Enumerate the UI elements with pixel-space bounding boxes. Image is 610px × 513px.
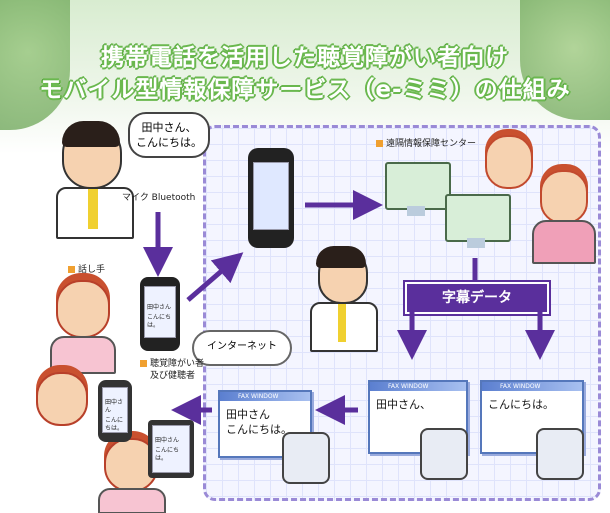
window-middle-text: 田中さん、: [376, 398, 431, 411]
computer-terminals: [385, 162, 515, 252]
speaker-role-text: 話し手: [78, 265, 106, 275]
internet-cloud: インターネット: [192, 330, 292, 366]
bullet-square: [376, 140, 383, 147]
user-phone: 田中さん こんにちは。: [140, 277, 180, 351]
presenter-figure: [308, 246, 378, 352]
user-woman-2: [32, 372, 90, 442]
window-left-line-1: 田中さん: [226, 408, 270, 421]
robot-mascot-right: [536, 428, 584, 480]
users-role-label: 聴覚障がい者 及び健聴者: [140, 358, 204, 382]
internet-label: インターネット: [207, 341, 277, 352]
user-tablet: 田中さん こんにちは。: [148, 420, 194, 478]
user-phone-line-2: こんにちは。: [147, 314, 172, 329]
relay-smartphone: [248, 148, 294, 248]
bullet-square: [68, 266, 75, 273]
robot-mascot-middle: [420, 428, 468, 480]
operator-2: [540, 170, 588, 224]
window-title-bar: FAX WINDOW: [482, 382, 582, 391]
bullet-square: [140, 360, 147, 367]
speaker-role-label: 話し手: [68, 262, 105, 275]
robot-mascot-left: [282, 432, 330, 484]
window-title-bar: FAX WINDOW: [370, 382, 466, 391]
user-phone-2: 田中さん こんにちは。: [98, 380, 132, 442]
mic-label: マイク Bluetooth: [122, 193, 196, 203]
title-line-2: モバイル型情報保障サービス（e-ミミ）の仕組み: [39, 77, 571, 103]
title-line-1: 携帯電話を活用した聴覚障がい者向け: [101, 45, 509, 71]
operator-1: [485, 135, 533, 189]
bubble-line-2: こんにちは。: [136, 136, 202, 149]
user-tablet-line-2: こんにちは。: [155, 447, 180, 462]
window-right-text: こんにちは。: [488, 398, 554, 411]
caption-data-box: 字幕データ: [405, 282, 549, 314]
user-phone-2-line-2: こんにちは。: [105, 417, 124, 432]
window-left-line-2: こんにちは。: [226, 423, 292, 436]
center-label: 遠隔情報保障センター: [376, 136, 476, 149]
users-role-line-1: 聴覚障がい者: [150, 359, 205, 369]
speaker-tie: [88, 189, 98, 229]
user-woman-1: [50, 280, 116, 374]
speaker-figure: [48, 121, 138, 239]
speaker-speech-bubble: 田中さん、 こんにちは。: [128, 112, 210, 158]
users-role-line-2: 及び健聴者: [150, 371, 196, 381]
arrow-phone-to-relay: [186, 252, 244, 302]
relay-smartphone-screen: [253, 162, 289, 230]
bubble-line-1: 田中さん、: [141, 121, 197, 134]
user-phone-2-line-1: 田中さん: [105, 399, 124, 414]
center-label-text: 遠隔情報保障センター: [386, 139, 477, 149]
window-title-bar: FAX WINDOW: [220, 392, 310, 401]
tree-right: [520, 0, 610, 120]
operator-2-body: [532, 220, 596, 264]
speaker-hair: [62, 121, 120, 147]
user-tablet-line-1: 田中さん: [155, 437, 180, 444]
user-phone-line-1: 田中さん: [147, 304, 172, 311]
